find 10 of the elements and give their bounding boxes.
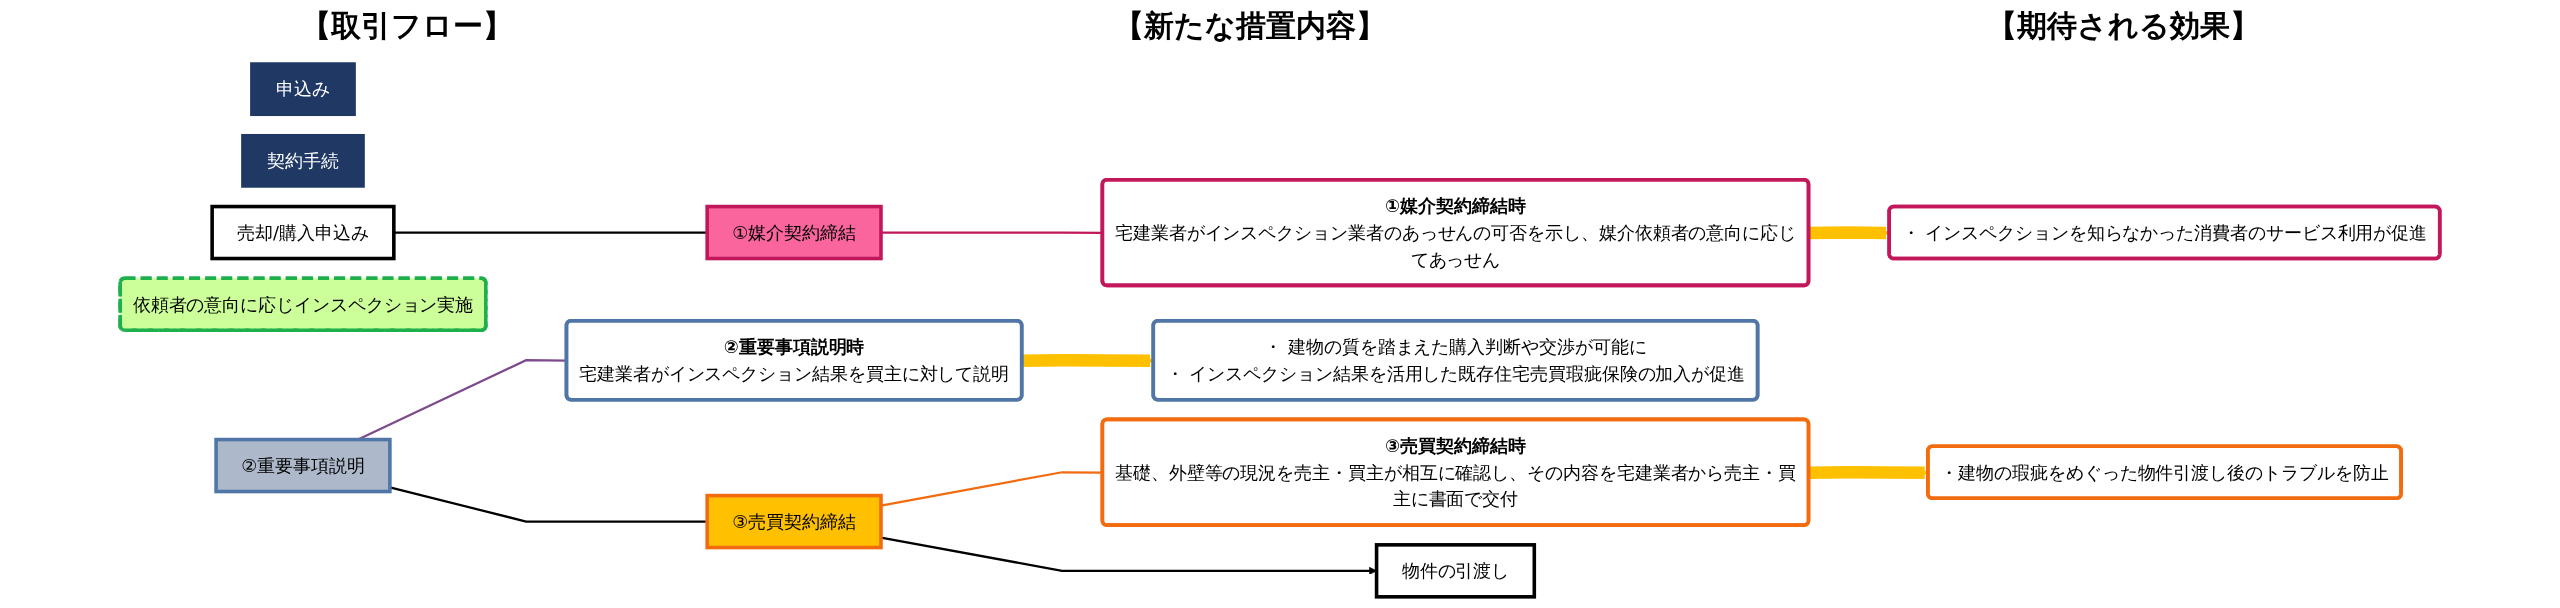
node-box: ③売買契約締結 — [705, 493, 883, 550]
node-box: 申込み — [250, 62, 356, 117]
node-box: 売却/購入申込み — [210, 204, 396, 261]
node-box: ②重要事項説明 — [214, 437, 392, 494]
node-box: 契約手続 — [241, 133, 365, 188]
column-heading: 【取引フロー】 — [300, 6, 513, 45]
column-heading: 【期待される効果】 — [1986, 6, 2260, 45]
column-heading: 【新たな措置内容】 — [1113, 6, 1386, 45]
node-box: ①媒介契約締結 — [705, 204, 883, 261]
node-box: 物件の引渡し — [1374, 543, 1537, 599]
